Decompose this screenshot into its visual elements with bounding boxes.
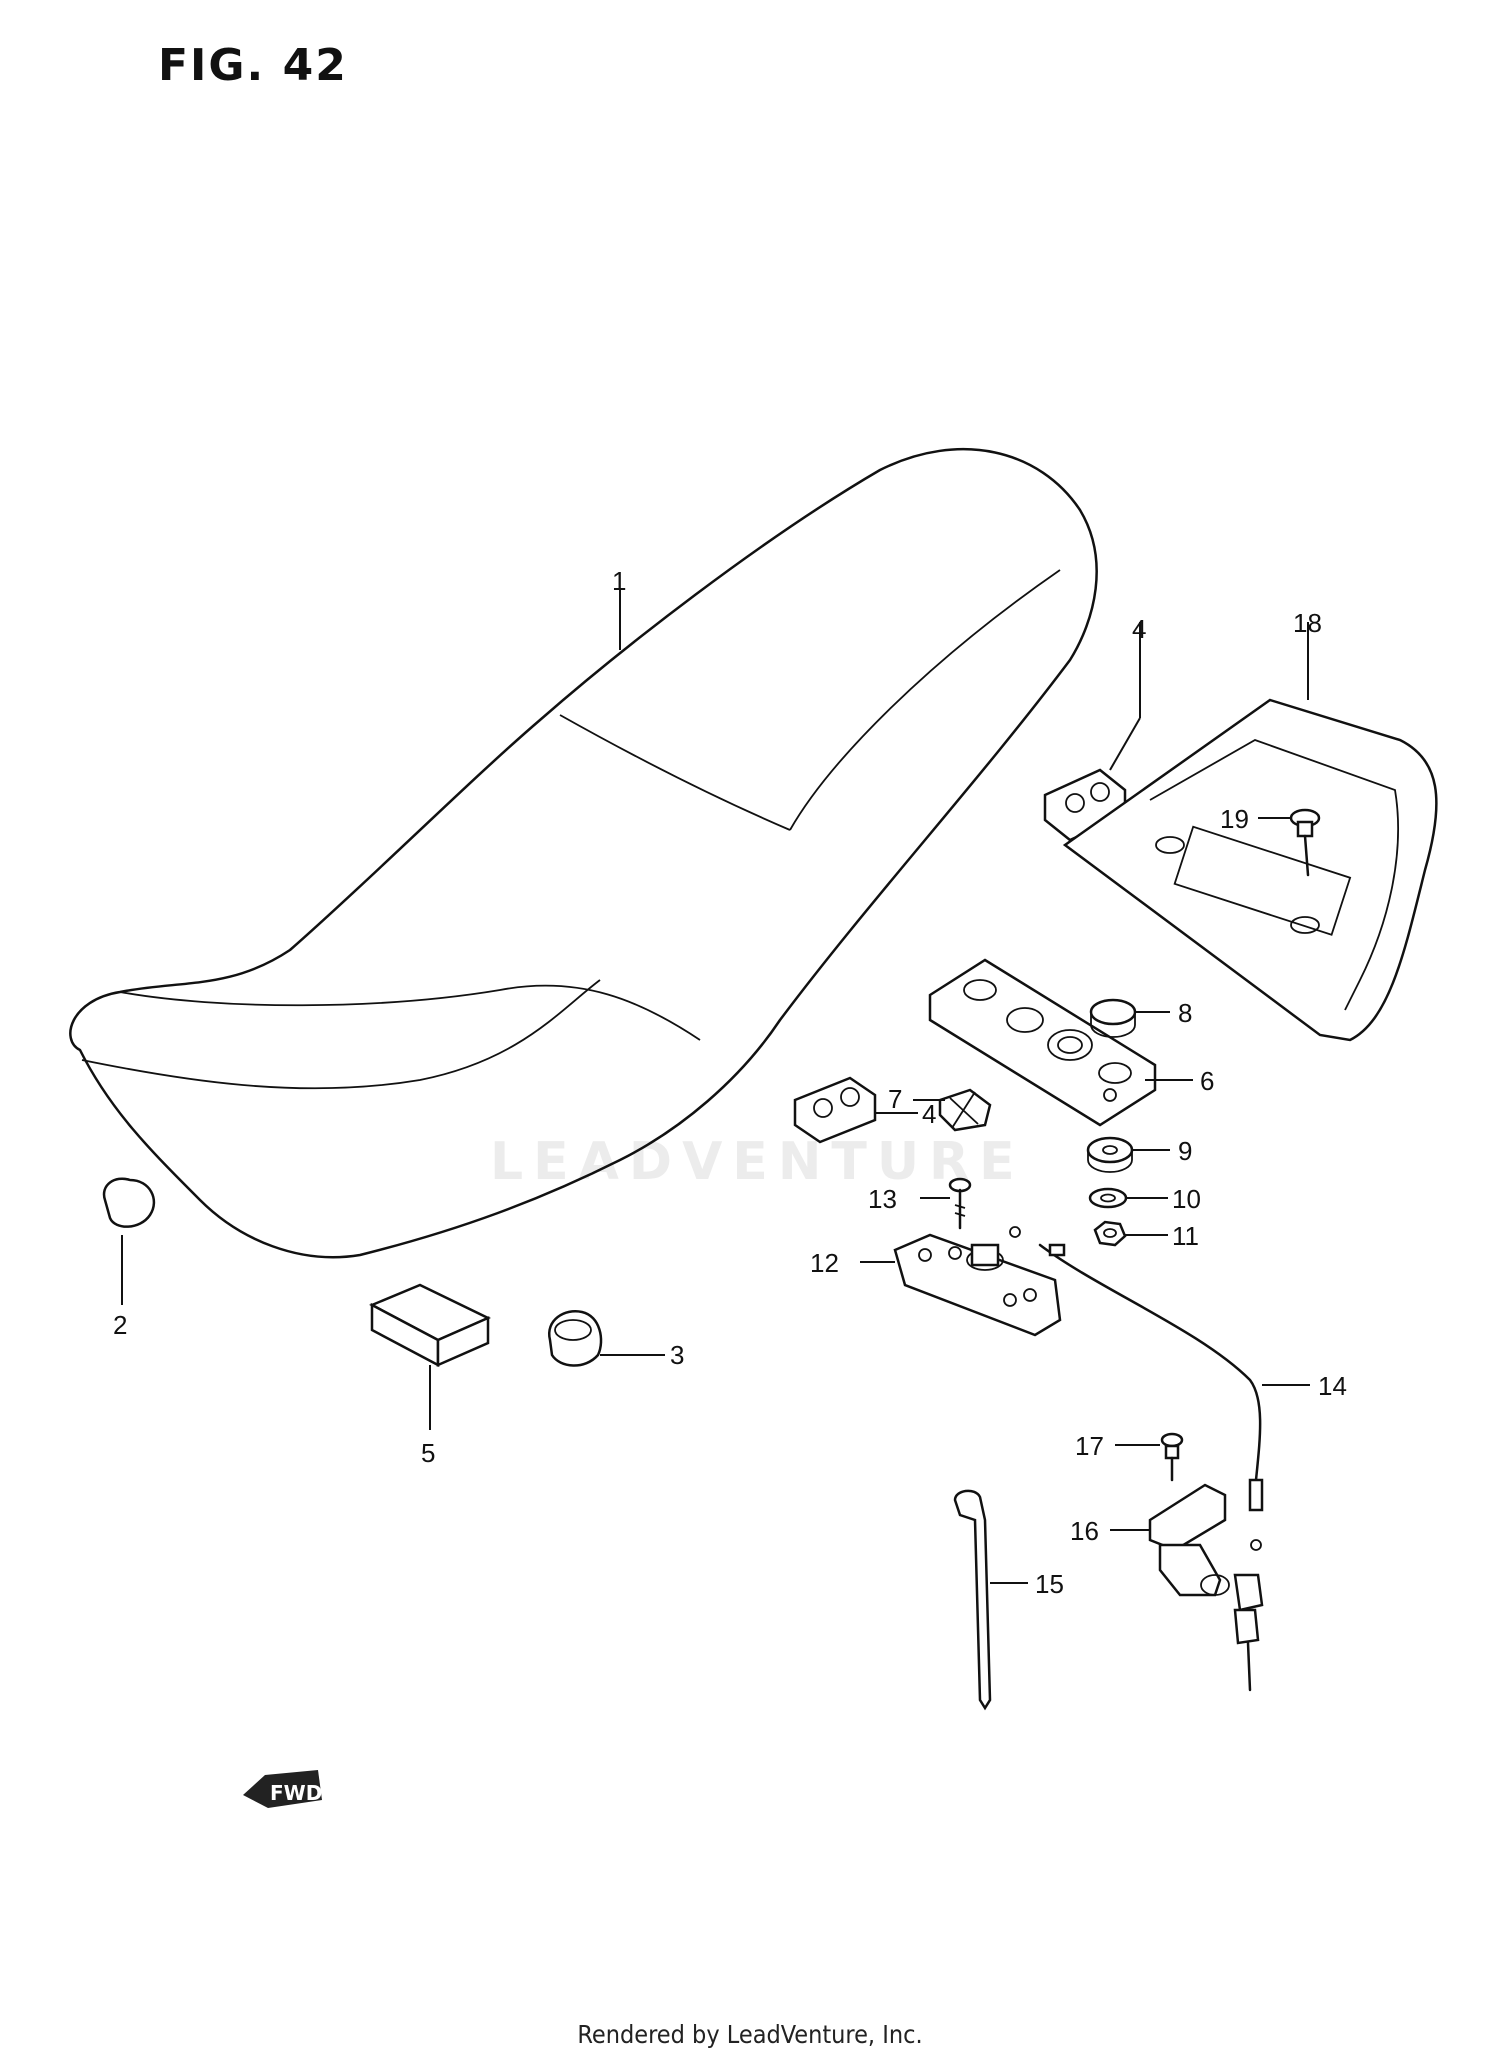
callout-15: 15: [1035, 1569, 1064, 1599]
callout-labels: 1 2 3 4 4 5 6 7 8 9 10 11 12 13 14 15 16…: [113, 566, 1347, 1599]
seat-part-1[interactable]: [69, 448, 1098, 1259]
callout-12: 12: [810, 1248, 839, 1278]
callout-5: 5: [421, 1438, 435, 1468]
callout-14: 14: [1318, 1371, 1347, 1401]
callout-4-lower: 4: [922, 1099, 936, 1129]
bolt-part-17[interactable]: [1160, 1432, 1184, 1482]
fwd-symbol-text: FWD: [270, 1781, 322, 1805]
bolt-part-19[interactable]: [1289, 808, 1321, 877]
cable-part-14[interactable]: [1009, 1226, 1264, 1551]
callout-8: 8: [1178, 998, 1192, 1028]
callout-13: 13: [868, 1184, 897, 1214]
parts-diagram: FWD 1 2 3 4 4 5 6 7 8 9 10: [69, 448, 1438, 1808]
callout-11: 11: [1172, 1221, 1199, 1251]
nut-part-11[interactable]: [1093, 1220, 1127, 1247]
cushion-part-3[interactable]: [547, 1309, 603, 1367]
bolt-part-13[interactable]: [948, 1177, 972, 1230]
pad-part-5[interactable]: [369, 1283, 491, 1368]
callout-10: 10: [1172, 1184, 1201, 1214]
rubber-part-7[interactable]: [938, 1088, 992, 1132]
cushion-part-9[interactable]: [1086, 1136, 1134, 1173]
callout-4-upper: 4: [1132, 614, 1146, 644]
footer-credit: Rendered by LeadVenture, Inc.: [577, 2020, 923, 2049]
bracket-part-4-lower[interactable]: [793, 1076, 877, 1144]
callout-17: 17: [1075, 1431, 1104, 1461]
callout-7: 7: [888, 1084, 902, 1114]
callout-9: 9: [1178, 1136, 1192, 1166]
mounting-plate-part-6[interactable]: [928, 958, 1157, 1127]
fwd-arrow-icon: FWD: [243, 1770, 322, 1808]
lock-set-part-16[interactable]: [1148, 1483, 1264, 1692]
tool-part-15[interactable]: [953, 1489, 992, 1711]
grab-rail-part-18[interactable]: [1062, 698, 1438, 1042]
callout-3: 3: [670, 1340, 684, 1370]
callout-6: 6: [1200, 1066, 1214, 1096]
cushion-part-2[interactable]: [102, 1177, 156, 1228]
callout-19: 19: [1220, 804, 1249, 834]
figure-title: FIG. 42: [158, 40, 348, 91]
seat-lock-part-12[interactable]: [893, 1233, 1062, 1337]
watermark-text: LEADVENTURE: [490, 1132, 1025, 1192]
callout-18: 18: [1293, 608, 1322, 638]
leader-lines: [121, 590, 1310, 1584]
callout-2: 2: [113, 1310, 127, 1340]
washer-part-10[interactable]: [1088, 1187, 1128, 1209]
callout-1: 1: [612, 566, 626, 596]
callout-16: 16: [1070, 1516, 1099, 1546]
